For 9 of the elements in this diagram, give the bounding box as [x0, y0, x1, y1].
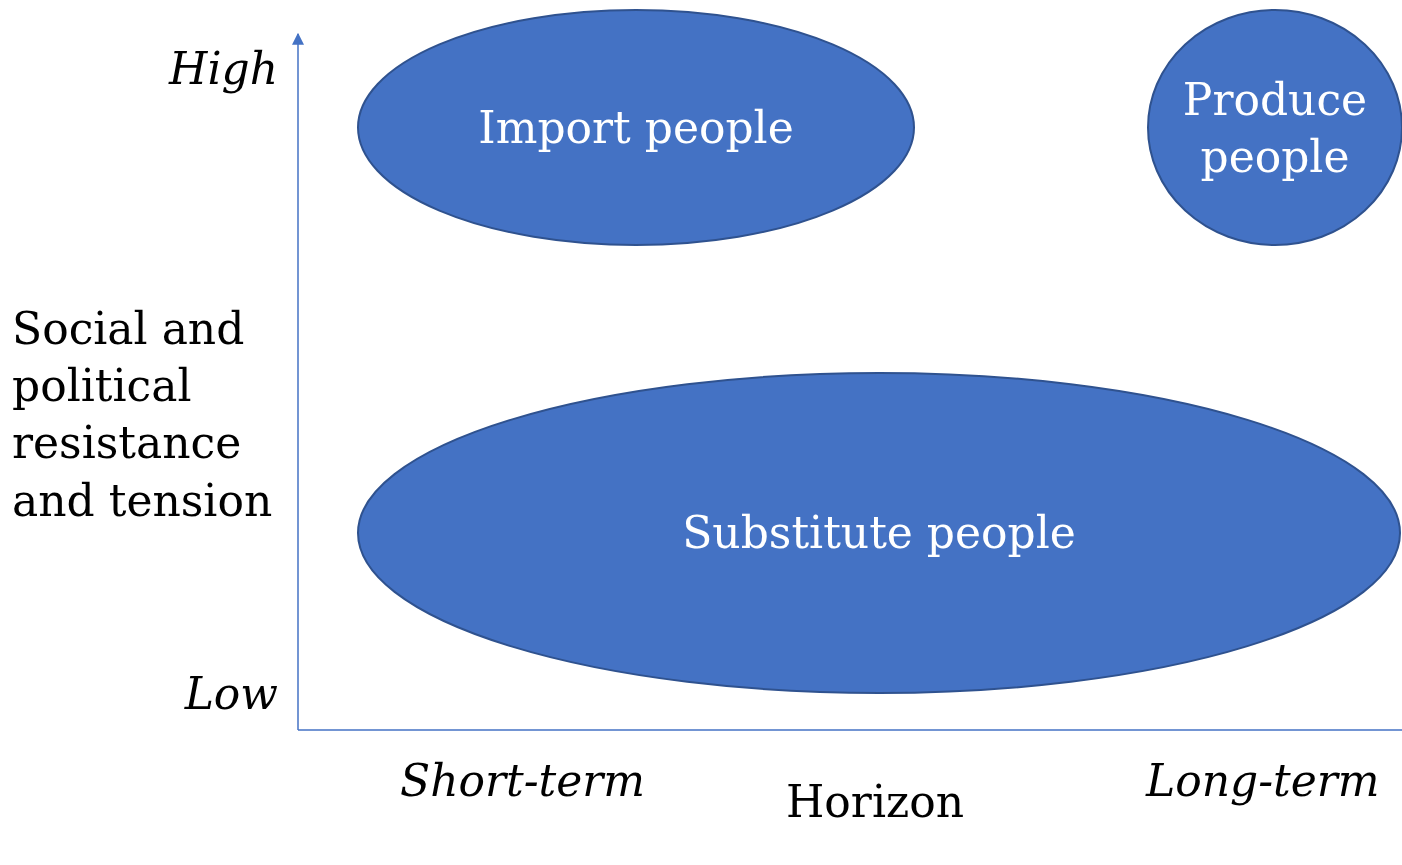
axis-high-label: High — [167, 42, 278, 96]
y-axis-title: Social and political resistance and tension — [12, 302, 274, 528]
oval-label: Produce people — [1181, 72, 1369, 184]
oval-label: Substitute people — [681, 506, 1077, 561]
x-axis-title: Horizon — [785, 775, 965, 829]
axis-low-label: Low — [183, 667, 278, 721]
axis-short-term-label: Short-term — [400, 754, 647, 808]
oval-label: Import people — [477, 100, 795, 155]
axis-long-term-label: Long-term — [1146, 754, 1381, 808]
